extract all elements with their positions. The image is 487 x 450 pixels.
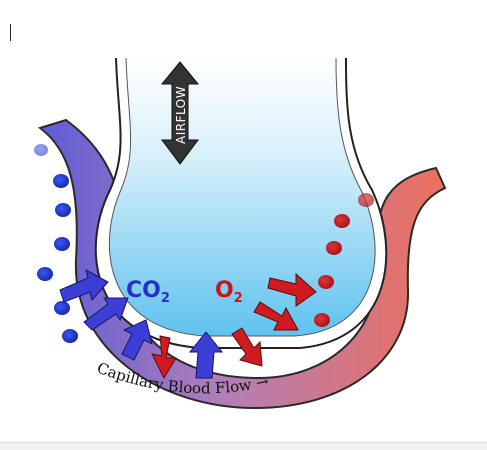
red-blood-cell-icon <box>318 275 334 289</box>
o2-arrow-icon <box>267 272 317 307</box>
red-blood-cell-icon <box>54 301 70 315</box>
red-blood-cell-icon <box>54 237 70 251</box>
co2-arrow-icon <box>59 269 109 303</box>
red-blood-cell-icon <box>55 203 71 217</box>
blood-cells-deoxygenated <box>34 144 78 343</box>
red-blood-cell-icon <box>37 267 53 281</box>
co2-arrow-icon <box>121 319 153 361</box>
co2-arrow-icon <box>83 297 129 331</box>
o2-arrows <box>151 272 317 380</box>
o2-arrow-icon <box>253 301 299 331</box>
red-blood-cell-icon <box>334 214 350 228</box>
o2-arrow-icon <box>231 327 263 367</box>
text-cursor <box>10 24 11 41</box>
red-blood-cell-icon <box>314 313 330 327</box>
red-blood-cell-icon <box>326 241 342 255</box>
airflow-label: AIRFLOW <box>174 86 188 144</box>
red-blood-cell-icon <box>62 329 78 343</box>
red-blood-cell-icon <box>358 193 374 207</box>
o2-arrow-icon <box>151 335 177 380</box>
capillary-fade-left <box>0 100 42 190</box>
co2-arrows <box>59 269 224 379</box>
bottom-status-strip <box>0 442 487 450</box>
airflow-arrow-icon: AIRFLOW <box>160 61 200 165</box>
o2-label: O2 <box>215 278 243 306</box>
co2-label: CO2 <box>126 278 170 306</box>
red-blood-cell-icon <box>34 144 48 156</box>
blood-cells-oxygenated <box>314 193 374 327</box>
red-blood-cell-icon <box>53 174 69 188</box>
co2-arrow-icon <box>188 331 224 379</box>
